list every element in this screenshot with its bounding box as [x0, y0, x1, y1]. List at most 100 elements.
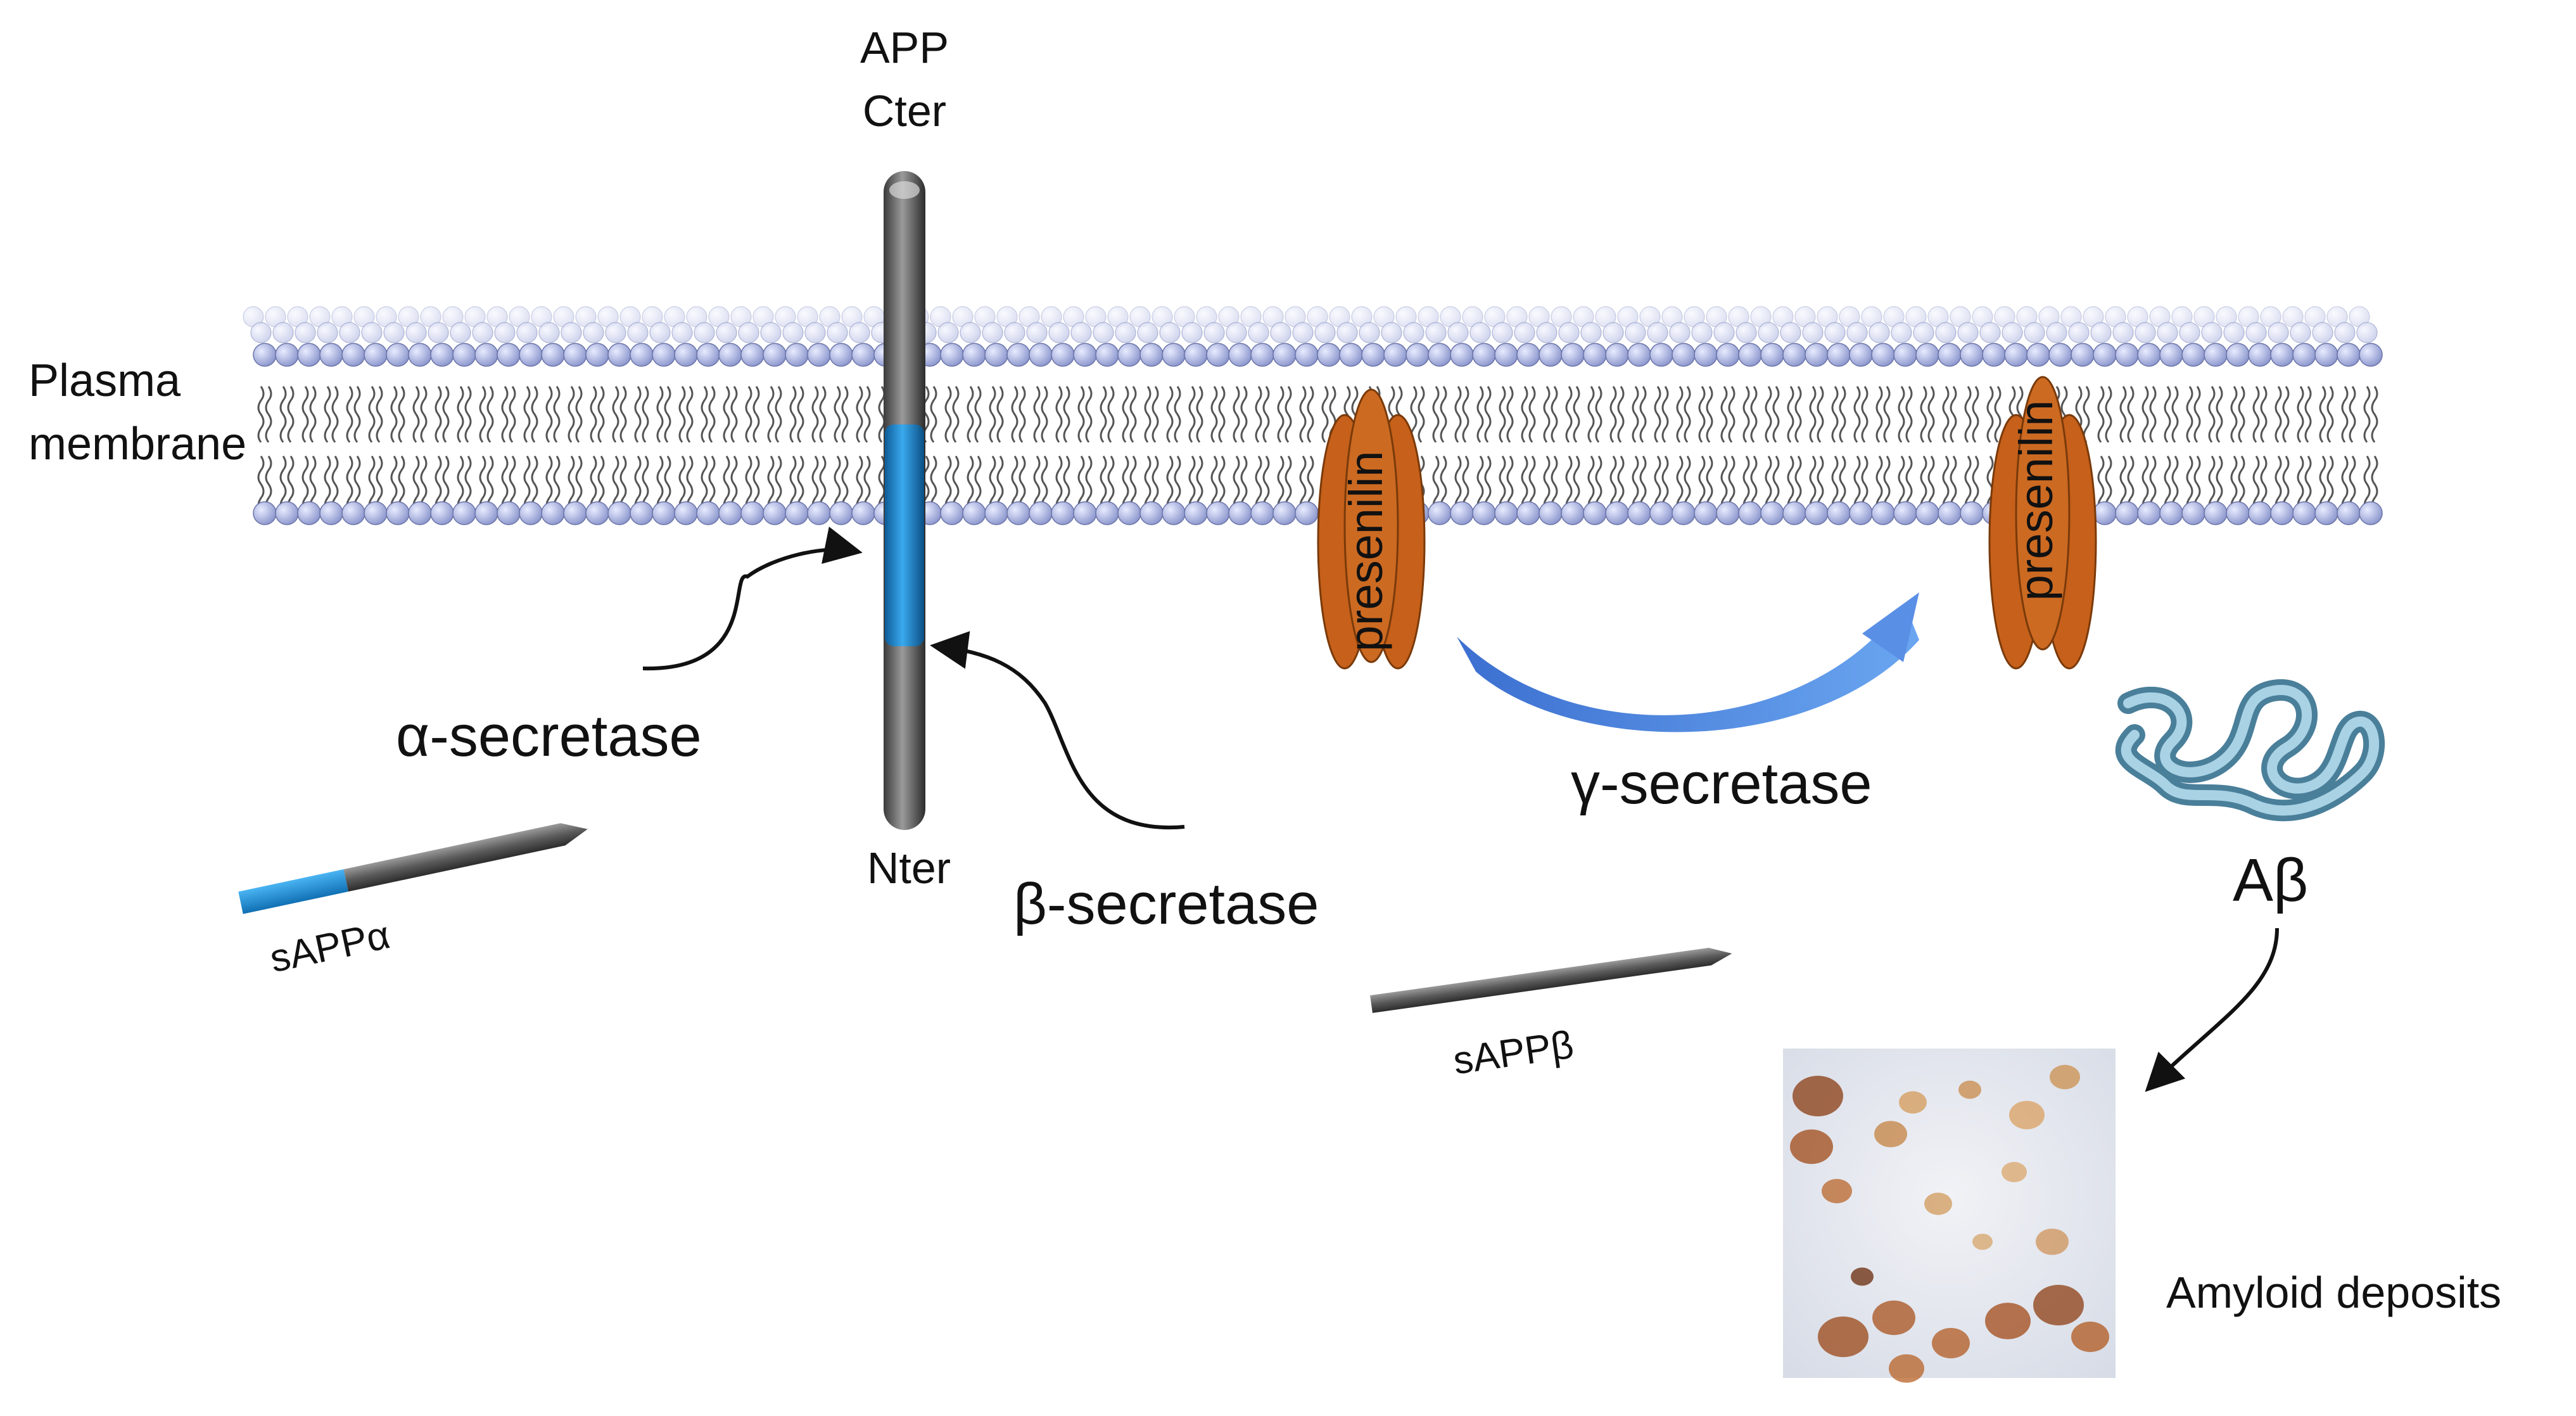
lipid-tail — [1299, 386, 1307, 443]
lipid-head — [1713, 322, 1735, 343]
lipid-tail — [412, 386, 420, 443]
lipid-tail — [301, 456, 309, 513]
lipid-head — [297, 501, 321, 525]
lipid-tail — [797, 386, 804, 443]
lipid-tail — [1632, 386, 1639, 443]
lipid-head — [1694, 343, 1718, 367]
lipid-head — [2026, 343, 2050, 367]
lipid-head — [1716, 501, 1740, 525]
lipid-tail — [2193, 386, 2201, 443]
amyloid-plaque — [1899, 1091, 1927, 1114]
lipid-tail — [1609, 386, 1617, 443]
presenilin-2-label: presenilin — [2010, 400, 2062, 601]
lipid-head — [1492, 322, 1513, 343]
lipid-head — [2292, 343, 2316, 367]
plasma-membrane — [243, 306, 2383, 525]
lipid-head — [1605, 501, 1629, 525]
lipid-tail — [612, 386, 619, 443]
lipid-head — [1915, 343, 1939, 367]
lipid-head — [1115, 322, 1136, 343]
lipid-tail — [1499, 386, 1506, 443]
lipid-tail — [1321, 386, 1329, 443]
lipid-head — [607, 501, 631, 525]
lipid-head — [1539, 501, 1563, 525]
lipid-head — [1051, 343, 1075, 367]
lipid-head — [253, 343, 277, 367]
lipid-tail — [368, 456, 376, 513]
lipid-tail — [553, 386, 561, 443]
lipid-tail — [767, 456, 775, 513]
lipid-tail — [545, 386, 553, 443]
lipid-head — [1957, 322, 1979, 343]
lipid-tail — [2208, 456, 2216, 513]
lipid-tail — [1499, 456, 1506, 513]
lipid-head — [2245, 322, 2267, 343]
lipid-tail — [412, 456, 420, 513]
lipid-head — [341, 343, 365, 367]
lipid-head — [1760, 501, 1784, 525]
lipid-tail — [531, 386, 538, 443]
lipid-tail — [1077, 456, 1085, 513]
lipid-head — [1935, 322, 1957, 343]
lipid-tail — [811, 456, 819, 513]
amyloid-plaque — [2071, 1322, 2109, 1352]
lipid-tail — [2230, 456, 2238, 513]
lipid-tail — [2260, 386, 2268, 443]
lipid-tail — [989, 456, 996, 513]
lipid-tail — [1875, 456, 1883, 513]
lipid-head — [1938, 501, 1962, 525]
lipid-tail — [2238, 386, 2245, 443]
lipid-head — [1649, 343, 1673, 367]
lipid-tail — [708, 386, 716, 443]
lipid-tail — [501, 386, 509, 443]
lipid-head — [1625, 322, 1646, 343]
lipid-head — [1428, 343, 1452, 367]
lipid-head — [430, 501, 454, 525]
lipid-tail — [279, 456, 287, 513]
lipid-tail — [1506, 386, 1514, 443]
lipid-tail — [2208, 386, 2216, 443]
lipid-head — [2112, 322, 2134, 343]
lipid-head — [2157, 322, 2178, 343]
lipid-tail — [1565, 386, 1573, 443]
lipid-tail — [309, 386, 317, 443]
lipid-tail — [1661, 386, 1669, 443]
lipid-head — [1314, 322, 1336, 343]
lipid-head — [472, 322, 493, 343]
lipid-head — [1203, 322, 1225, 343]
lipid-head — [1425, 322, 1447, 343]
lipid-head — [630, 501, 654, 525]
lipid-head — [1494, 501, 1518, 525]
lipid-head — [563, 343, 587, 367]
lipid-head — [1516, 501, 1540, 525]
lipid-tail — [634, 386, 642, 443]
lipid-head — [1450, 501, 1474, 525]
lipid-head — [1139, 501, 1164, 525]
presenilin-complex-1 — [1317, 388, 1426, 670]
lipid-tail — [324, 386, 331, 443]
lipid-tail — [346, 456, 353, 513]
lipid-head — [1805, 343, 1829, 367]
lipid-head — [2290, 322, 2311, 343]
lipid-tail — [1055, 456, 1063, 513]
lipid-tail — [2186, 386, 2193, 443]
lipid-head — [2115, 343, 2139, 367]
lipid-tail — [634, 456, 642, 513]
lipid-head — [1162, 501, 1186, 525]
lipid-head — [1979, 322, 2001, 343]
lipid-head — [1006, 501, 1031, 525]
lipid-head — [1802, 322, 1824, 343]
lipid-tail — [656, 456, 664, 513]
lipid-tail — [1772, 386, 1780, 443]
lipid-tail — [1684, 386, 1691, 443]
lipid-head — [272, 322, 294, 343]
lipid-tail — [1055, 386, 1063, 443]
lipid-head — [2002, 322, 2023, 343]
amyloid-plaque — [1822, 1178, 1852, 1204]
lipid-tail — [1476, 386, 1484, 443]
lipid-head — [1915, 501, 1939, 525]
lipid-tail — [1698, 456, 1706, 513]
lipid-tail — [1942, 456, 1950, 513]
lipid-head — [1450, 343, 1474, 367]
lipid-tail — [1698, 386, 1706, 443]
